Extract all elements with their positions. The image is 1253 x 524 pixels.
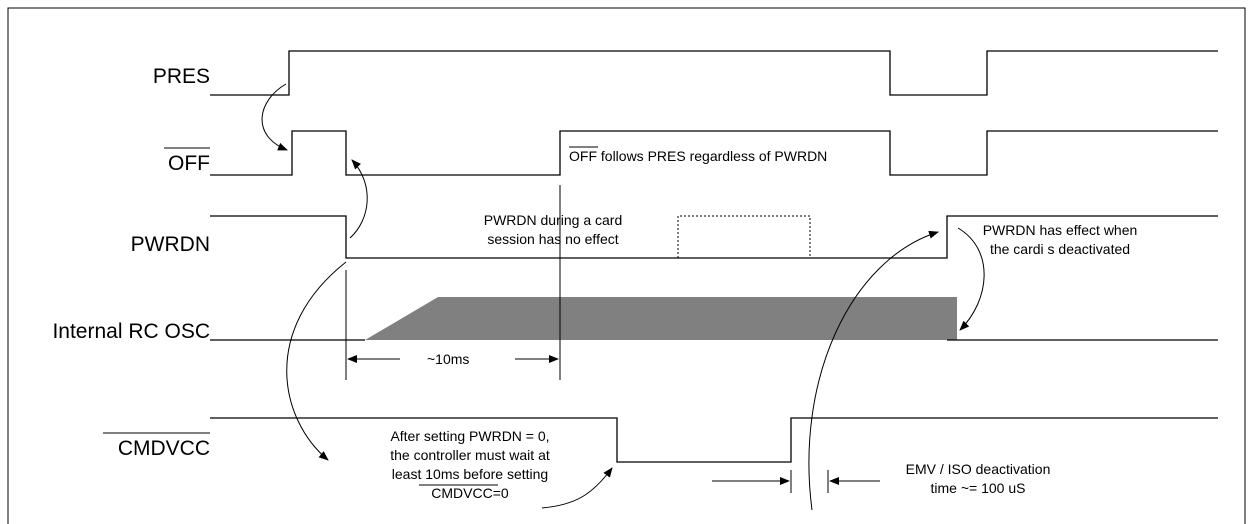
signal-label-osc: Internal RC OSC bbox=[52, 320, 210, 343]
osc-running-block bbox=[365, 297, 957, 340]
pres-to-off-arrow bbox=[261, 83, 288, 151]
after-note-cmdvcc-rest: =0 bbox=[493, 485, 509, 501]
cmdvcc-to-pwrdn-arrow bbox=[808, 230, 939, 511]
off-to-pwrdn-arrow bbox=[349, 159, 368, 239]
note-to-cmdvcc-arrow bbox=[541, 467, 613, 509]
pwrdn-waveform bbox=[210, 215, 1218, 259]
signal-label-pwrdn: PWRDN bbox=[131, 233, 210, 256]
pwrdn-effect-note-line2: the cardi s deactivated bbox=[990, 241, 1130, 257]
pwrdn-dotted-pulse bbox=[677, 215, 811, 258]
pwrdn-session-note-line1: PWRDN during a card bbox=[484, 212, 623, 228]
cmdvcc-waveform bbox=[210, 417, 1218, 463]
after-note-line1: After setting PWRDN = 0, bbox=[390, 428, 549, 444]
signal-label-off: OFF bbox=[168, 152, 210, 175]
diagram-border bbox=[7, 7, 1246, 524]
pwrdn-to-osc-arrow bbox=[957, 227, 985, 331]
pwrdn-effect-note-line1: PWRDN has effect when bbox=[983, 222, 1138, 238]
off-follows-note-bar: OFF bbox=[569, 148, 597, 164]
off-follows-note-rest: follows PRES regardless of PWRDN bbox=[597, 148, 827, 164]
off-follows-note: OFF follows PRES regardless of PWRDN bbox=[569, 148, 827, 164]
signal-label-pres: PRES bbox=[153, 65, 210, 88]
ten-ms-label: ~10ms bbox=[427, 351, 469, 367]
off-waveform bbox=[210, 130, 1218, 176]
pwrdn-to-cmdvcc-arrow bbox=[286, 261, 347, 461]
pwrdn-session-note-line2: session has no effect bbox=[487, 231, 618, 247]
after-note-line4: CMDVCC=0 bbox=[431, 485, 509, 501]
emv-note-line2: time ~= 100 uS bbox=[931, 480, 1026, 496]
pres-waveform bbox=[210, 50, 1218, 96]
after-note-line3: least 10ms before setting bbox=[392, 466, 548, 482]
after-note-cmdvcc-bar: CMDVCC bbox=[431, 485, 492, 501]
after-note-line2: the controller must wait at bbox=[390, 447, 550, 463]
signal-label-cmdvcc: CMDVCC bbox=[118, 437, 210, 460]
emv-note-line1: EMV / ISO deactivation bbox=[906, 461, 1051, 477]
